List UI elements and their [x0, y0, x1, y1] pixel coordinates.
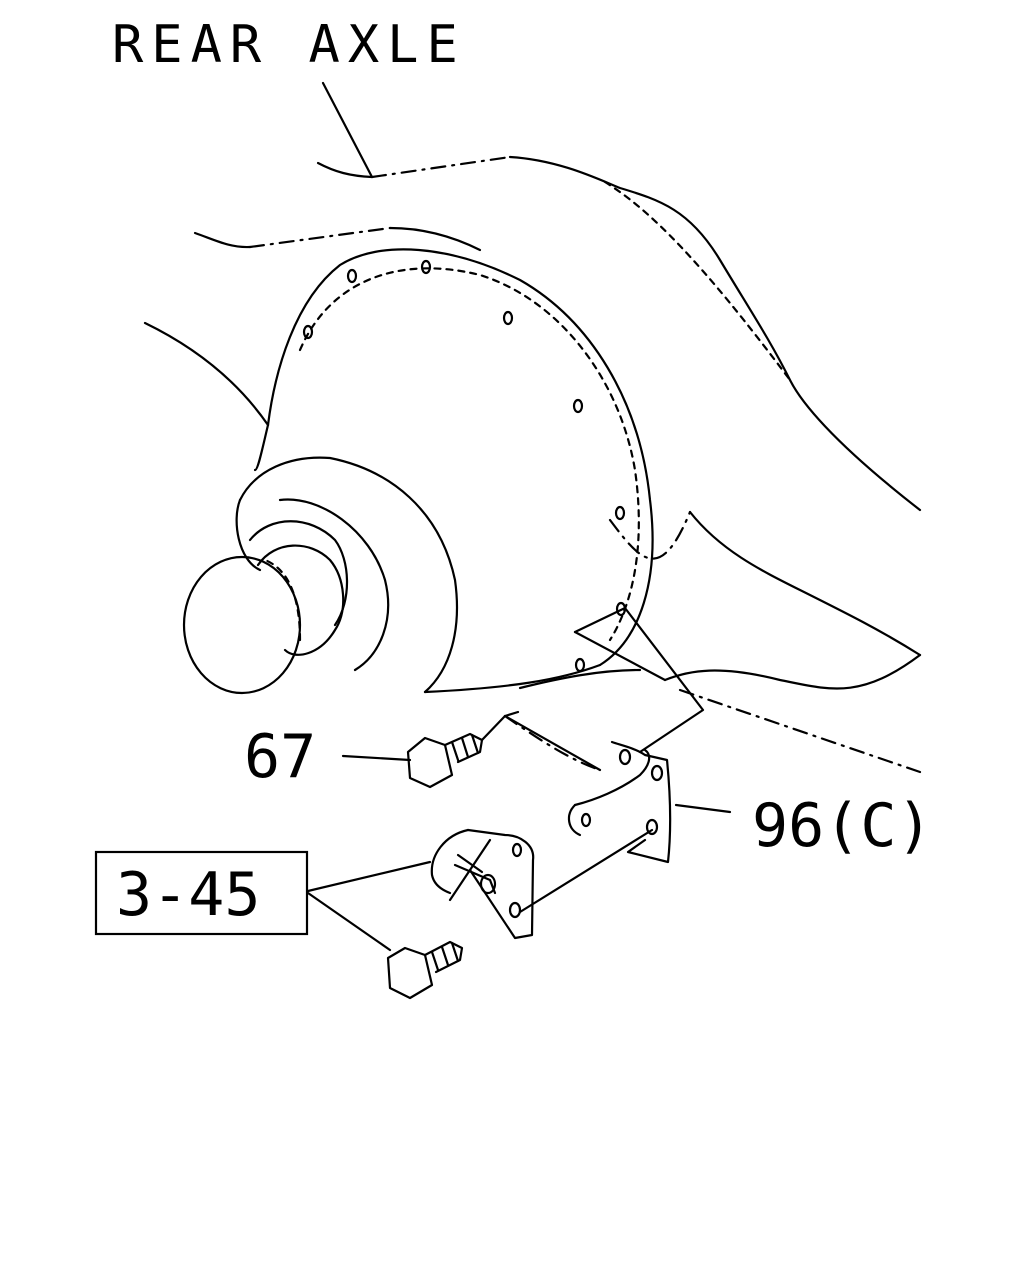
bolt-67 — [406, 714, 507, 789]
bracket-96c — [503, 606, 705, 914]
title-rear-axle: REAR AXLE — [112, 15, 466, 75]
leader-rear-axle — [321, 81, 374, 179]
leader-67 — [341, 754, 412, 762]
pinion-yoke — [182, 544, 345, 695]
ref-box-3-45 — [94, 850, 309, 936]
leader-3-45-upper — [306, 860, 432, 893]
leader-96c — [674, 803, 732, 814]
bolt-lower — [386, 940, 464, 1000]
label-ref-3-45[interactable]: 3-45 — [116, 860, 261, 930]
differential-carrier — [235, 248, 654, 694]
label-part-67: 67 — [244, 722, 316, 792]
axle-housing — [143, 155, 922, 774]
bracket-3-45 — [430, 828, 535, 940]
leader-3-45-lower — [306, 891, 392, 952]
leader-lines — [306, 81, 732, 952]
label-part-96c: 96(C) — [752, 791, 933, 861]
